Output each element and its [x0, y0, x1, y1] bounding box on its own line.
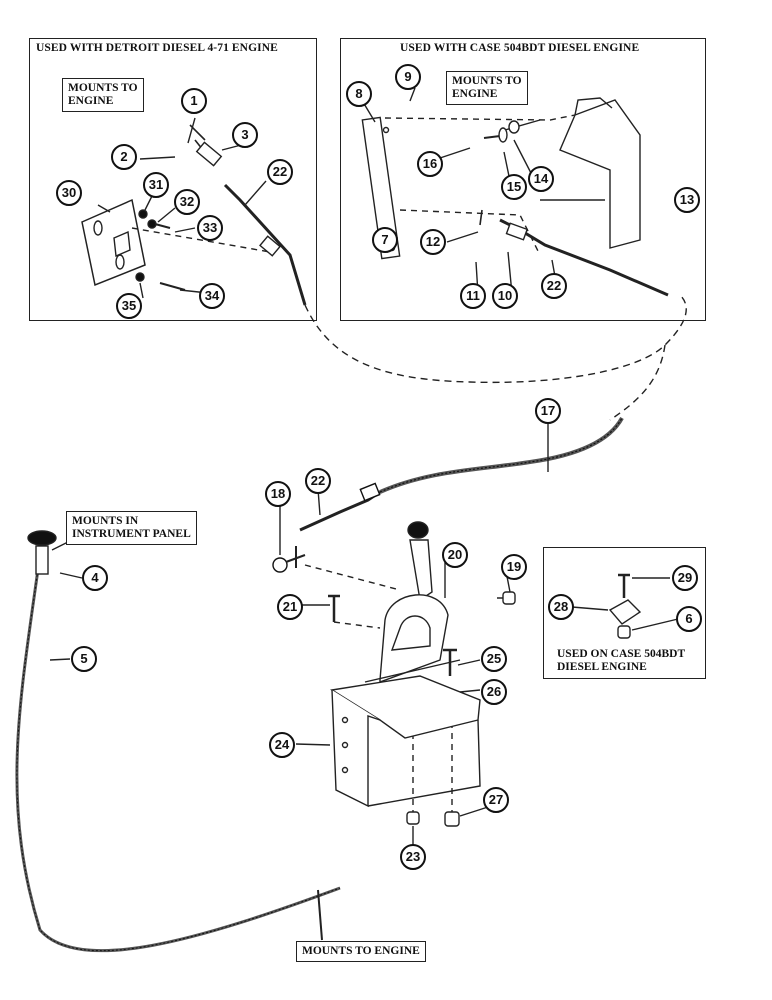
callout-26: 26	[481, 679, 507, 705]
callout-22: 22	[541, 273, 567, 299]
callout-17: 17	[535, 398, 561, 424]
callout-35: 35	[116, 293, 142, 319]
case-mounts-note: MOUNTS TO ENGINE	[446, 71, 528, 105]
instrument-panel-note: MOUNTS IN INSTRUMENT PANEL	[66, 511, 197, 545]
callout-23: 23	[400, 844, 426, 870]
callout-2: 2	[111, 144, 137, 170]
throttle-cable-17	[379, 416, 624, 494]
lever-quadrant	[379, 594, 449, 684]
control-lever-20	[409, 539, 433, 602]
callout-34: 34	[199, 283, 225, 309]
callout-4: 4	[82, 565, 108, 591]
callout-12: 12	[420, 229, 446, 255]
case-panel-title: USED WITH CASE 504BDT DIESEL ENGINE	[400, 42, 640, 54]
callout-22: 22	[267, 159, 293, 185]
case-engine-panel	[340, 38, 706, 321]
callout-30: 30	[56, 180, 82, 206]
callout-11: 11	[460, 283, 486, 309]
callout-14: 14	[528, 166, 554, 192]
callout-15: 15	[501, 174, 527, 200]
callout-27: 27	[483, 787, 509, 813]
callout-13: 13	[674, 187, 700, 213]
callout-31: 31	[143, 172, 169, 198]
detroit-mounts-note: MOUNTS TO ENGINE	[62, 78, 144, 112]
callout-16: 16	[417, 151, 443, 177]
callout-25: 25	[481, 646, 507, 672]
engine-bracket-13	[559, 99, 641, 249]
callout-3: 3	[232, 122, 258, 148]
callout-5: 5	[71, 646, 97, 672]
cable-route-line	[609, 344, 666, 421]
callout-29: 29	[672, 565, 698, 591]
callout-8: 8	[346, 81, 372, 107]
callout-20: 20	[442, 542, 468, 568]
callout-7: 7	[372, 227, 398, 253]
case-side-caption: USED ON CASE 504BDT DIESEL ENGINE	[557, 648, 686, 673]
clamp-28	[608, 599, 642, 625]
callout-21: 21	[277, 594, 303, 620]
callout-6: 6	[676, 606, 702, 632]
callout-10: 10	[492, 283, 518, 309]
callout-33: 33	[197, 215, 223, 241]
callout-1: 1	[181, 88, 207, 114]
callout-24: 24	[269, 732, 295, 758]
detroit-engine-panel	[29, 38, 317, 321]
case-side-panel	[543, 547, 706, 679]
callout-18: 18	[265, 481, 291, 507]
detroit-panel-title: USED WITH DETROIT DIESEL 4-71 ENGINE	[36, 42, 278, 54]
callout-22: 22	[305, 468, 331, 494]
callout-9: 9	[395, 64, 421, 90]
callout-32: 32	[174, 189, 200, 215]
callout-28: 28	[548, 594, 574, 620]
callout-19: 19	[501, 554, 527, 580]
mounts-to-engine-note: MOUNTS TO ENGINE	[296, 941, 426, 962]
cable-route-line	[304, 294, 687, 384]
